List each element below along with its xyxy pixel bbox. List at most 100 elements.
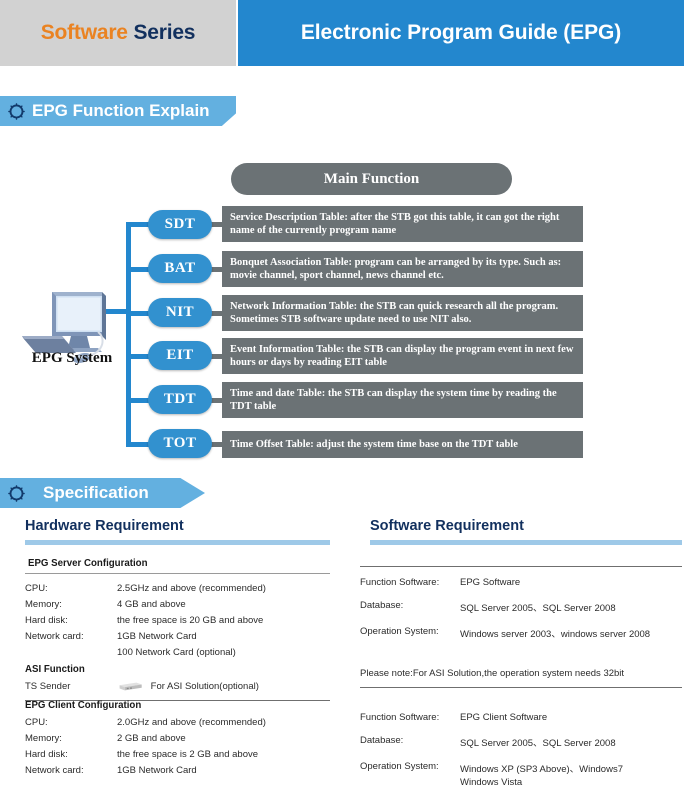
table-pill-tdt[interactable]: TDT [148,385,212,414]
description-text: Time Offset Table: adjust the system tim… [230,439,518,450]
table-row: Hard disk:the free space is 20 GB and ab… [25,615,330,626]
table-pill-eit[interactable]: EIT [148,341,212,370]
server-config-heading: EPG Server Configuration [28,558,148,569]
table-description-sdt: Service Description Table: after the STB… [222,206,583,242]
row-key: Operation System: [360,626,439,637]
description-text: Time and date Table: the STB can display… [230,388,557,412]
row-key: Network card: [25,631,84,642]
table-row: 100 Network Card (optional) [25,647,330,658]
row-value: 1GB Network Card [117,765,197,776]
table-row: Network card: 1GB Network Card [25,765,330,776]
divider [360,566,682,567]
asi-value: For ASI Solution(optional) [150,681,259,693]
section-banner-label: Specification [43,483,149,502]
pill-label: TDT [163,391,197,407]
connector-stub [210,398,224,403]
software-title: Software Requirement [370,518,524,534]
desktop-computer-icon [22,292,106,363]
row-value-wrap: For ASI Solution(optional) [117,681,330,692]
table-row: CPU:2.0GHz and above (recommended) [25,717,330,728]
row-value: Windows Vista [460,777,523,788]
row-value: EPG Client Software [460,712,548,723]
table-row: Function Software:EPG Software [360,577,682,588]
section-banner-epg-function: EPG Function Explain [0,96,236,126]
table-description-tot: Time Offset Table: adjust the system tim… [222,431,583,458]
hardware-title: Hardware Requirement [25,518,184,534]
table-row: Database:SQL Server 2005、SQL Server 2008 [360,600,682,614]
table-row: Operation System: Windows server 2003、win… [360,626,682,640]
table-row: Function Software: EPG Client Software [360,712,682,723]
table-row-ts-sender: TS Sender For ASI Solution(optional) [25,681,330,692]
pill-label: SDT [164,216,196,232]
description-text: Network Information Table: the STB can q… [230,301,559,325]
tree-branch-line [126,267,150,272]
row-key: CPU: [25,717,48,728]
rack-device-icon [119,682,142,691]
table-pill-nit[interactable]: NIT [148,298,212,327]
gear-icon [8,102,25,120]
row-key: Database: [360,600,404,611]
tree-feed-line [98,309,130,314]
row-key: Function Software: [360,577,440,588]
row-value: the free space is 2 GB and above [117,749,259,760]
pill-label: EIT [166,347,194,363]
table-row: Hard disk: the free space is 2 GB and abo… [25,749,330,760]
hardware-client-table: EPG Client Configuration CPU:2.0GHz and … [25,700,330,781]
pill-label: NIT [165,304,195,320]
table-row: Database: SQL Server 2005、SQL Server 2008 [360,735,682,749]
row-value: 100 Network Card (optional) [117,647,236,658]
row-value: SQL Server 2005、SQL Server 2008 [460,738,616,749]
row-value: 1GB Network Card [117,631,197,642]
asi-function-heading: ASI Function [25,664,85,675]
table-row: Memory:2 GB and above [25,733,330,744]
row-value: Windows XP (SP3 Above)、Windows7 [460,764,623,775]
page-title: Electronic Program Guide (EPG) [300,21,622,44]
connector-stub [210,267,224,272]
client-config-heading: EPG Client Configuration [25,700,142,711]
row-key: Memory: [25,599,62,610]
pill-label: BAT [164,260,196,276]
table-description-tdt: Time and date Table: the STB can display… [222,382,583,418]
section-banner-label: EPG Function Explain [32,101,210,120]
table-pill-tot[interactable]: TOT [148,429,212,458]
row-key: Network card: [25,765,84,776]
connector-stub [210,311,224,316]
description-text: Service Description Table: after the STB… [230,212,560,236]
table-row: Memory: 4 GB and above [25,599,330,610]
table-row: CPU: 2.5GHz and above (recommended) [25,583,330,594]
row-value: the free space is 20 GB and above [117,615,264,626]
row-value: Windows server 2003、windows server 2008 [460,629,651,640]
description-text: Event Information Table: the STB can dis… [230,344,574,368]
table-pill-bat[interactable]: BAT [148,254,212,283]
main-function-header: Main Function [231,163,512,195]
connector-stub [210,442,224,447]
software-client-table: Function Software: EPG Client Software Da… [360,712,682,788]
row-key: Hard disk: [25,749,68,760]
tree-branch-line [126,442,150,447]
tree-branch-line [126,222,150,227]
brand-word-series: Series [133,21,196,44]
table-pill-sdt[interactable]: SDT [148,210,212,239]
row-value: 2.5GHz and above (recommended) [117,583,266,594]
divider [25,573,330,574]
row-key [360,777,460,788]
row-value: 2 GB and above [117,733,186,744]
brand-word-software: Software [40,21,128,44]
software-title-rule [370,540,682,545]
brand-title: Software Series [41,21,196,45]
row-key: Operation System: [360,761,439,772]
tree-branch-line [126,311,150,316]
table-row: Network card: 1GB Network Card [25,631,330,642]
tree-branch-line [126,354,150,359]
pill-label: TOT [163,435,197,451]
row-key: CPU: [25,583,48,594]
row-key: Database: [360,735,404,746]
software-requirement-section: Software Requirement [370,518,682,545]
row-key: Function Software: [360,712,440,723]
tree-branch-line [126,398,150,403]
row-value: 4 GB and above [117,599,186,610]
epg-function-diagram: Main Function EPG System SDT BAT [0,140,699,470]
table-description-nit: Network Information Table: the STB can q… [222,295,583,331]
divider [25,700,330,702]
gear-icon [8,484,25,502]
